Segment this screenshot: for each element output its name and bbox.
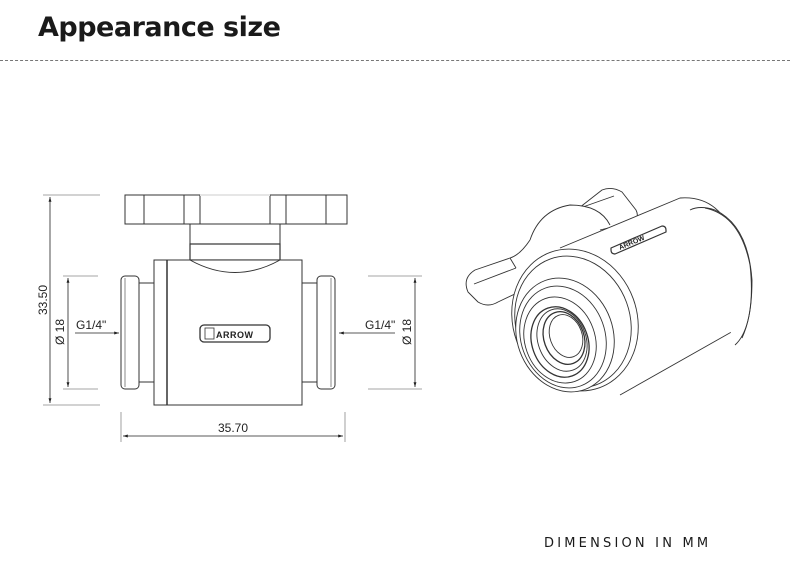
isometric-view: [465, 187, 753, 396]
dim-port-right-label: Ø 18: [400, 319, 414, 345]
units-note: DIMENSION IN MM: [544, 536, 712, 551]
page-title: Appearance size: [38, 12, 281, 43]
dim-port-left-label: Ø 18: [53, 319, 67, 345]
dim-overall-length: [120, 412, 346, 442]
front-view: [120, 194, 348, 406]
dim-port-left: [63, 275, 98, 390]
dim-port-right: [368, 275, 422, 390]
thread-label-right: G1/4": [365, 318, 395, 332]
dim-height-label: 33.50: [36, 285, 50, 315]
dim-length-label: 35.70: [218, 421, 248, 435]
dashed-divider: [0, 60, 790, 61]
thread-label-left: G1/4": [76, 318, 106, 332]
dim-overall-height: [43, 194, 100, 406]
handle: [124, 194, 348, 225]
front-logo: ARROW: [216, 330, 254, 340]
